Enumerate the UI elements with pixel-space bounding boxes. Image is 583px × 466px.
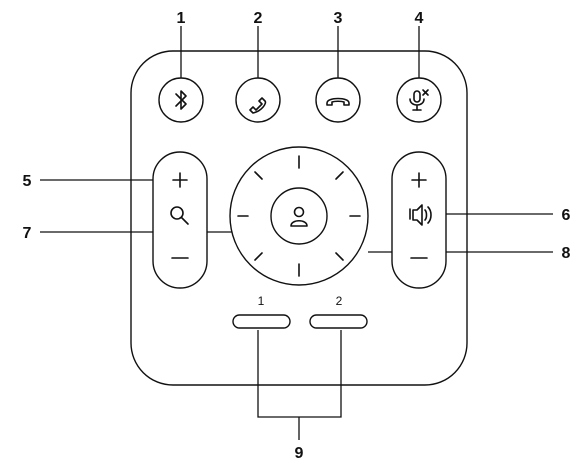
zoom-in-icon bbox=[172, 172, 188, 188]
preset-1-button[interactable] bbox=[232, 314, 291, 329]
callout-7: 7 bbox=[23, 225, 32, 242]
preset-2-label: 2 bbox=[336, 294, 343, 308]
magnifier-icon bbox=[170, 206, 189, 225]
call-answer-button[interactable] bbox=[235, 77, 281, 123]
callout-3: 3 bbox=[334, 10, 343, 27]
volume-up-button[interactable] bbox=[411, 172, 427, 188]
callout-6: 6 bbox=[562, 207, 571, 224]
volume-rocker bbox=[391, 151, 447, 289]
preset-2-button[interactable] bbox=[309, 314, 368, 329]
bluetooth-icon bbox=[175, 90, 187, 110]
preset-1-label: 1 bbox=[258, 294, 265, 308]
callout-1: 1 bbox=[177, 10, 186, 27]
zoom-in-button[interactable] bbox=[172, 172, 188, 188]
zoom-rocker bbox=[152, 151, 208, 289]
call-answer-icon bbox=[249, 97, 267, 114]
dpad-tick-marks bbox=[237, 155, 361, 277]
call-end-button[interactable] bbox=[315, 77, 361, 123]
mic-mute-button[interactable] bbox=[396, 77, 442, 123]
bluetooth-button[interactable] bbox=[158, 77, 204, 123]
callout-9: 9 bbox=[295, 445, 304, 462]
volume-up-icon bbox=[411, 172, 427, 188]
home-person-icon bbox=[290, 206, 308, 227]
callout-8: 8 bbox=[562, 245, 571, 262]
home-button[interactable] bbox=[270, 187, 328, 245]
call-end-icon bbox=[326, 97, 350, 106]
callout-4: 4 bbox=[415, 10, 424, 27]
callout-2: 2 bbox=[254, 10, 263, 27]
mic-mute-icon bbox=[409, 89, 429, 111]
speaker-icon bbox=[409, 204, 432, 226]
callout-5: 5 bbox=[23, 173, 32, 190]
